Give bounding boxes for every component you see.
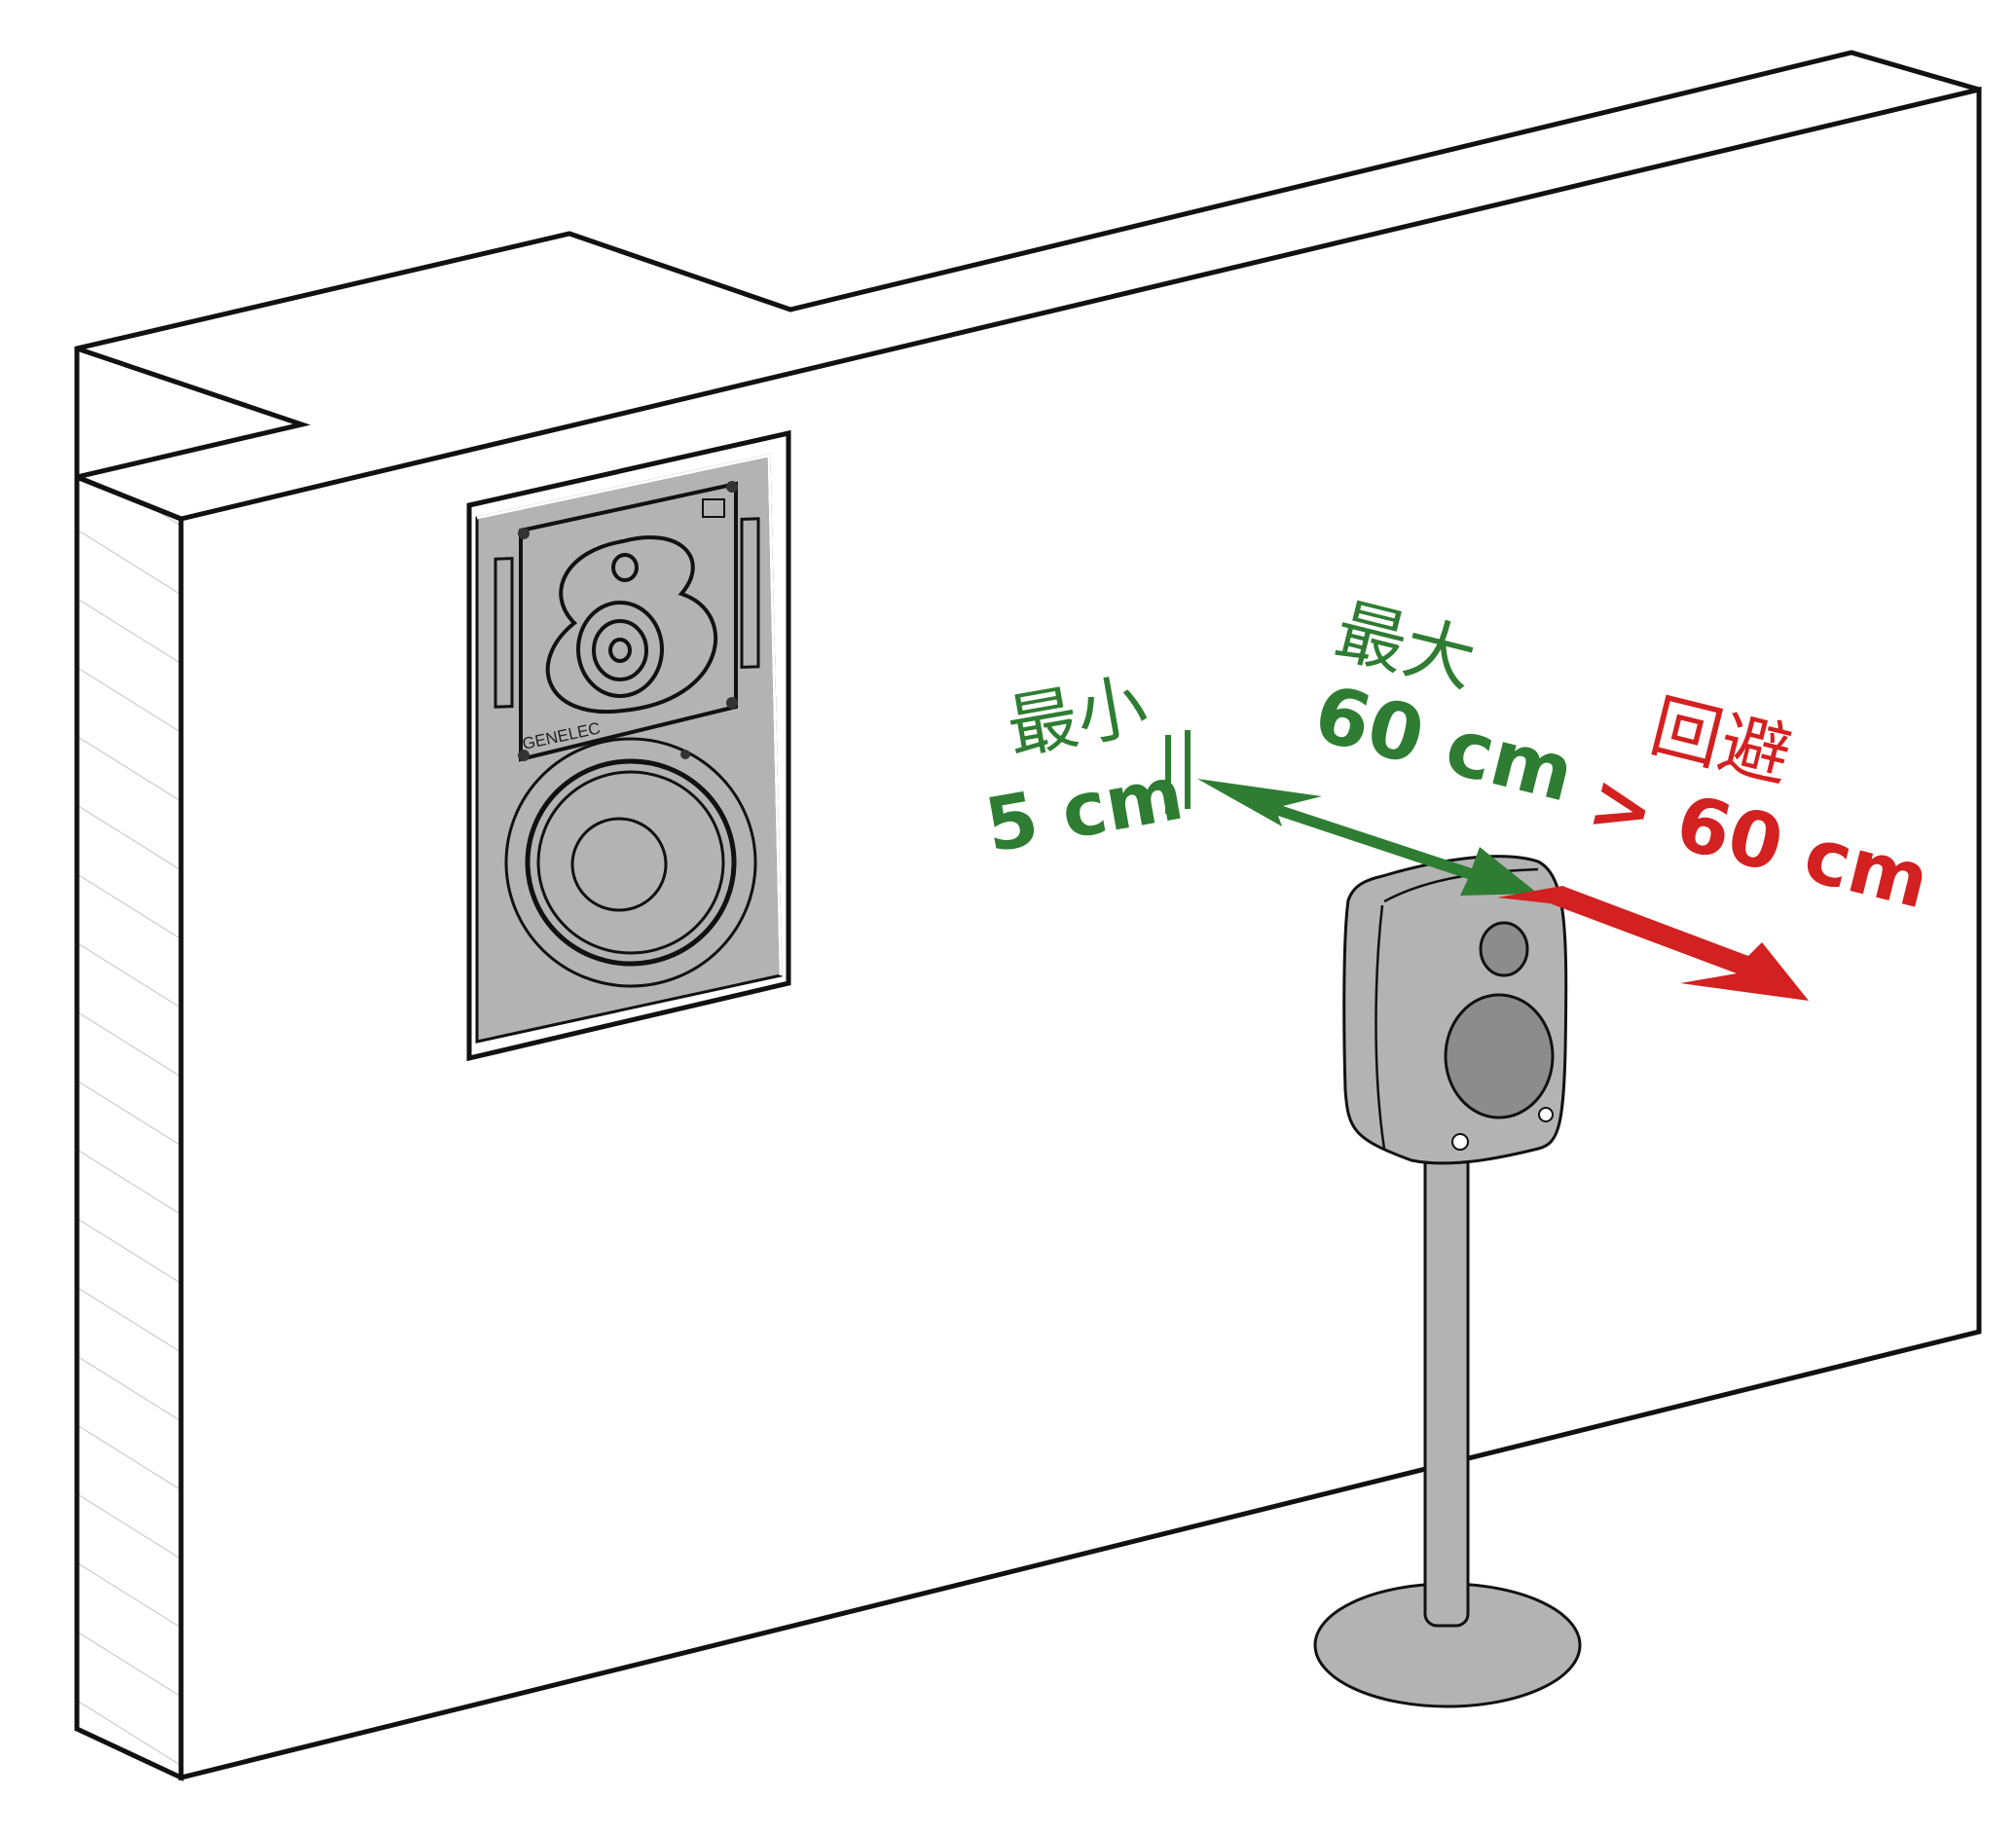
stand-speaker-tweeter [1479,921,1529,977]
wall-front-face [178,86,1982,1781]
wall-boundary-marker [1165,730,1191,814]
stand-speaker-woofer [1444,993,1555,1119]
stand-speaker [1313,855,1582,1708]
stand-pole [1423,1147,1470,1628]
green-distance-arrow [1197,779,1538,896]
wall-cut-section [74,473,184,1781]
wall-top-ridge [76,474,182,522]
wall-top-edge [74,50,1980,477]
wall [74,50,1982,1781]
wall-top-step [76,346,312,480]
waveguide-icon [545,535,717,715]
red-avoid-arrow [1497,886,1809,1001]
in-wall-woofer-icon [504,737,757,988]
in-wall-speaker: GENELEC [466,429,791,1062]
